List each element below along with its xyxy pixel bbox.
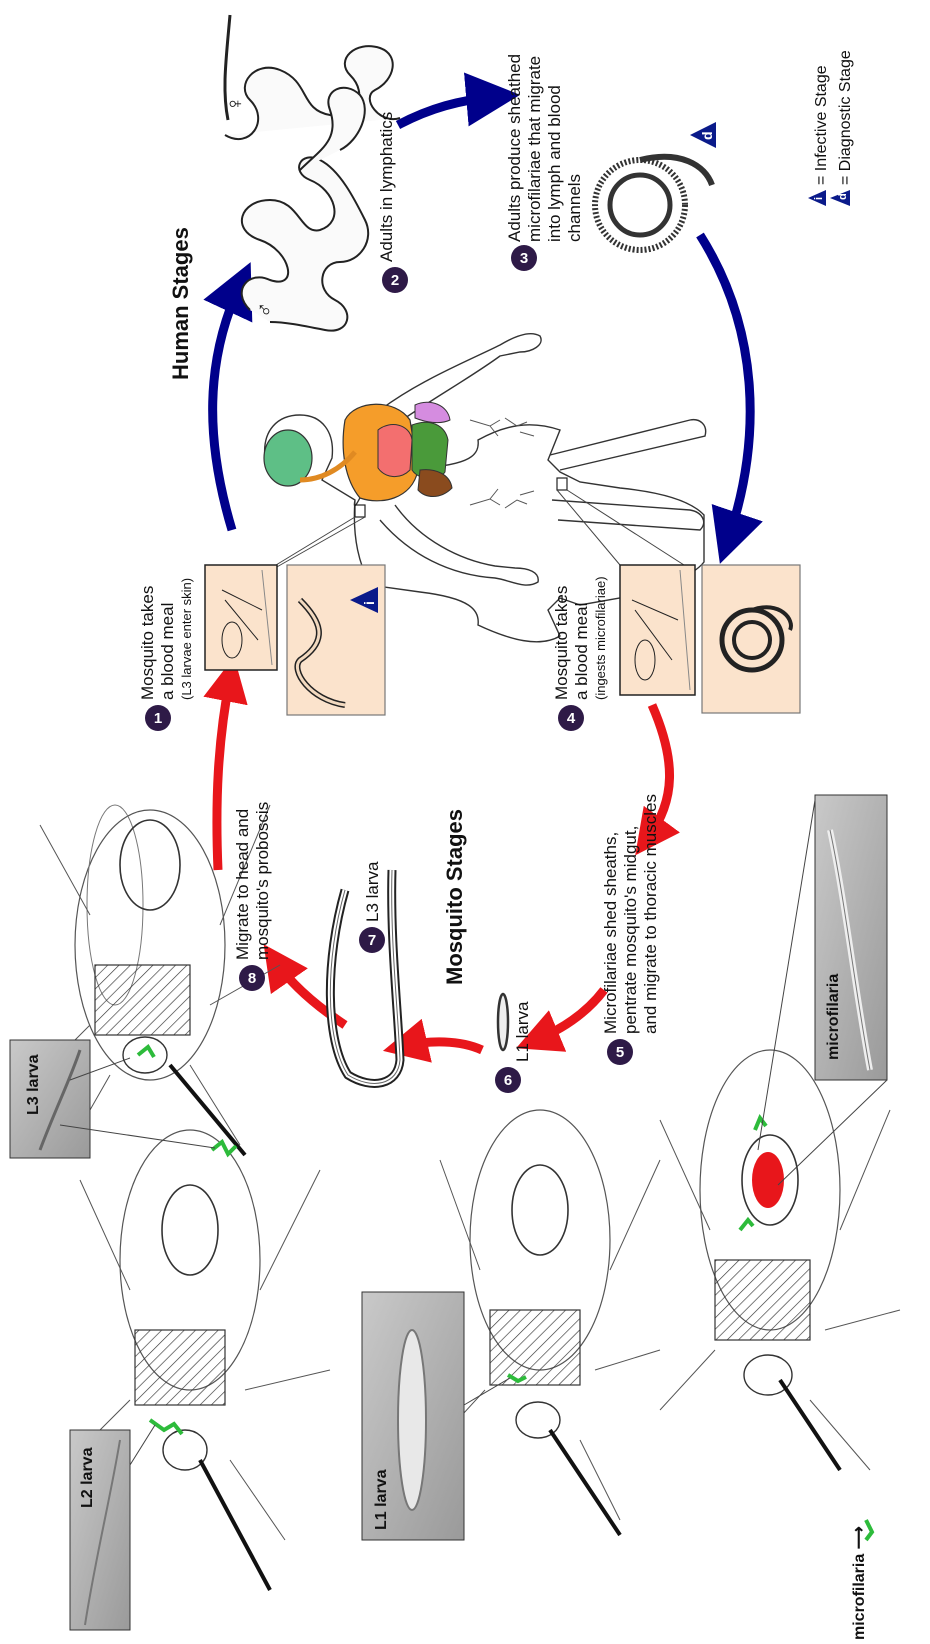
l1-larva-drawing — [498, 994, 508, 1050]
step-badge-2: 2 — [382, 267, 408, 293]
step-text-3: Adults produce sheathedmicrofilariae tha… — [505, 54, 584, 242]
svg-text:Migrate to head andmosquito's: Migrate to head andmosquito's proboscis — [233, 802, 272, 960]
inset-step1-l3-larva — [287, 565, 385, 715]
svg-text:Adults in lymphatics: Adults in lymphatics — [377, 112, 396, 262]
mosquito-stages-title: Mosquito Stages — [442, 809, 467, 985]
arrow-2-to-3 — [398, 97, 495, 125]
legend: i = Infective Stage d = Diagnostic Stage — [808, 50, 854, 206]
green-larva-l3-head — [138, 1047, 154, 1057]
step-text-2: Adults in lymphatics — [377, 112, 396, 262]
step-text-5: Microfilariae shed sheaths,pentrate mosq… — [601, 794, 660, 1034]
svg-text:1: 1 — [154, 710, 162, 727]
inset-step4-microfilaria — [702, 565, 800, 713]
sheathed-microfilaria — [595, 157, 712, 250]
arrow-8-to-1 — [217, 678, 230, 870]
step-badge-5: 5 — [607, 1039, 633, 1065]
inset-step1-mosquito-bite — [205, 565, 277, 670]
arrow-5-to-6 — [536, 990, 604, 1040]
legend-infective-label: = Infective Stage — [813, 65, 830, 185]
svg-text:i: i — [361, 601, 377, 605]
green-larva-l3-proboscis — [212, 1142, 236, 1154]
svg-text:L1 larva: L1 larva — [513, 1001, 532, 1062]
legend-diagnostic-label: = Diagnostic Stage — [837, 50, 854, 185]
step-badge-6: 6 — [495, 1067, 521, 1093]
male-symbol: ♂ — [252, 302, 277, 319]
svg-text:6: 6 — [504, 1072, 512, 1089]
microfilaria-pointer-label: microfilaria ⟶ — [851, 1526, 868, 1640]
step-text-7: L3 larva — [363, 861, 382, 922]
step-badge-8: 8 — [239, 965, 265, 991]
arrow-3-to-4 — [700, 235, 750, 540]
adult-worms — [225, 15, 400, 331]
step-text-6: L1 larva — [513, 1001, 532, 1062]
photo-label-l2: L2 larva — [79, 1447, 96, 1508]
svg-text:Mosquito takesa blood meal: Mosquito takesa blood meal — [138, 586, 177, 700]
photo-label-l3: L3 larva — [25, 1054, 42, 1115]
svg-text:(ingests microfilariae): (ingests microfilariae) — [593, 576, 608, 700]
svg-text:7: 7 — [368, 932, 376, 949]
svg-text:L3 larva: L3 larva — [363, 861, 382, 922]
step-badge-4: 4 — [558, 705, 584, 731]
svg-text:Adults produce sheathedmicrofi: Adults produce sheathedmicrofilariae tha… — [505, 54, 584, 242]
human-stages-title: Human Stages — [168, 227, 193, 380]
mosquito-sketch-bottom — [660, 1050, 900, 1470]
svg-text:d: d — [837, 193, 849, 200]
photo-label-l1: L1 larva — [373, 1469, 390, 1530]
svg-text:Microfilariae shed sheaths,pen: Microfilariae shed sheaths,pentrate mosq… — [601, 794, 660, 1034]
step-badge-3: 3 — [511, 245, 537, 271]
step-text-8: Migrate to head andmosquito's proboscis — [233, 802, 272, 960]
svg-text:5: 5 — [616, 1044, 624, 1061]
photo-label-microfilaria: microfilaria — [825, 974, 842, 1060]
svg-text:4: 4 — [567, 710, 576, 727]
arrow-6-to-7 — [404, 1042, 482, 1050]
svg-text:8: 8 — [248, 970, 256, 987]
arrow-1-to-2 — [213, 285, 240, 530]
inset-step4-mosquito-bite — [620, 565, 695, 695]
svg-text:(L3 larvae enter skin): (L3 larvae enter skin) — [179, 578, 194, 700]
diagnostic-stage-triangle-icon: d — [690, 122, 716, 148]
step-badge-7: 7 — [359, 927, 385, 953]
svg-text:d: d — [699, 131, 715, 140]
step-text-4: Mosquito takesa blood meal (ingests micr… — [552, 576, 608, 700]
svg-text:3: 3 — [520, 250, 528, 267]
svg-text:Mosquito takesa blood meal: Mosquito takesa blood meal — [552, 586, 591, 700]
svg-text:2: 2 — [391, 272, 399, 289]
female-symbol: ♀ — [222, 96, 247, 113]
photo-microfilaria — [758, 795, 887, 1185]
step-text-1: Mosquito takesa blood meal (L3 larvae en… — [138, 578, 194, 700]
step-badge-1: 1 — [145, 705, 171, 731]
svg-text:i: i — [813, 197, 825, 200]
